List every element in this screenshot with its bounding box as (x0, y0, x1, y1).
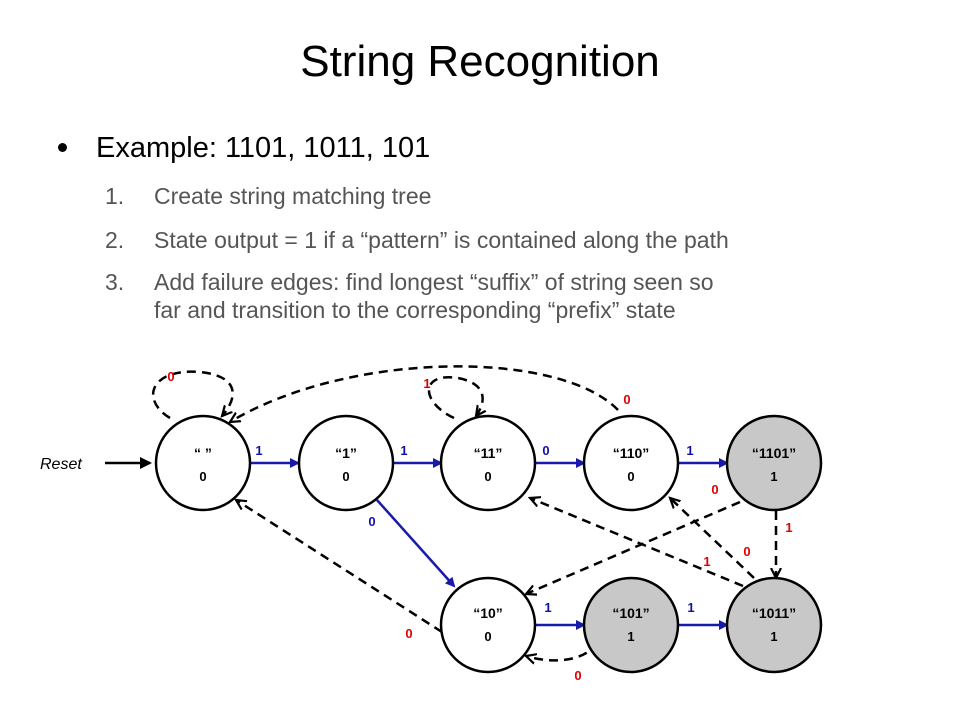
label-1101-to-1011: 1 (785, 520, 792, 535)
bullet-list: Example: 1101, 1011, 101 1. Create strin… (58, 128, 938, 324)
bullet-dot-icon (58, 143, 67, 152)
step-3-text: Add failure edges: find longest “suffix”… (154, 269, 714, 295)
state-101-output: 1 (627, 629, 634, 644)
edge-1011-to-110 (530, 498, 744, 588)
state-101-name: “101” (612, 605, 649, 621)
state-110-output: 0 (627, 469, 634, 484)
step-2-text: State output = 1 if a “pattern” is conta… (154, 227, 729, 253)
label-110-to-1101: 1 (686, 443, 693, 458)
label-empty-to-1: 1 (255, 443, 262, 458)
label-1101-to-10: 0 (711, 482, 718, 497)
state-1-name: “1” (335, 445, 357, 461)
label-101-to-10: 0 (574, 668, 581, 683)
state-11-output: 0 (484, 469, 491, 484)
step-3-number: 3. (105, 269, 125, 295)
label-10-to-empty: 0 (405, 626, 412, 641)
label-1011-to-1101: 0 (743, 544, 750, 559)
label-10-to-101: 1 (544, 600, 551, 615)
label-11-to-110: 0 (542, 443, 549, 458)
edge-110-to-empty (230, 365, 619, 422)
state-101 (582, 576, 680, 674)
step-1-text: Create string matching tree (154, 183, 432, 209)
state-1 (297, 414, 395, 512)
edge-empty-self (151, 370, 234, 420)
edge-11-self (427, 375, 483, 420)
step-3: 3. Add failure edges: find longest “suff… (58, 268, 938, 324)
state-10-output: 0 (484, 629, 491, 644)
edge-1101-to-10 (526, 500, 741, 594)
step-3-text-line2: far and transition to the corresponding … (154, 297, 676, 323)
bullet-example: Example: 1101, 1011, 101 (58, 128, 938, 168)
state-1011 (725, 576, 823, 674)
label-110-to-empty: 0 (623, 392, 630, 407)
step-2-number: 2. (105, 227, 125, 253)
state-1101 (725, 414, 823, 512)
state-empty-name: “ ” (194, 445, 212, 461)
state-11-name: “11” (474, 445, 503, 461)
state-1101-output: 1 (770, 469, 777, 484)
state-110-name: “110” (613, 445, 650, 461)
bullet-example-text: Example: 1101, 1011, 101 (96, 132, 431, 164)
state-empty (154, 414, 252, 512)
label-1-to-11: 1 (400, 443, 407, 458)
edge-1-to-10 (376, 499, 456, 588)
label-1-to-10: 0 (368, 514, 375, 529)
edge-10-to-empty (236, 500, 443, 634)
state-1011-name: “1011” (752, 605, 796, 621)
step-1: 1. Create string matching tree (58, 182, 938, 210)
label-101-to-1011: 1 (687, 600, 694, 615)
label-1011-to-110: 1 (703, 554, 710, 569)
slide-title: String Recognition (300, 37, 660, 86)
edge-1011-to-1101 (670, 498, 755, 579)
step-1-number: 1. (105, 183, 125, 209)
state-empty-output: 0 (199, 469, 206, 484)
label-11-self: 1 (423, 376, 430, 391)
reset-label: Reset (40, 456, 82, 473)
state-1-output: 0 (342, 469, 349, 484)
state-10 (439, 576, 537, 674)
state-11 (439, 414, 537, 512)
state-1011-output: 1 (770, 629, 777, 644)
state-1101-name: “1101” (752, 445, 796, 461)
edge-101-to-10 (526, 641, 599, 660)
step-2: 2. State output = 1 if a “pattern” is co… (58, 226, 938, 254)
state-110 (582, 414, 680, 512)
label-empty-self: 0 (167, 369, 174, 384)
state-10-name: “10” (473, 605, 503, 621)
